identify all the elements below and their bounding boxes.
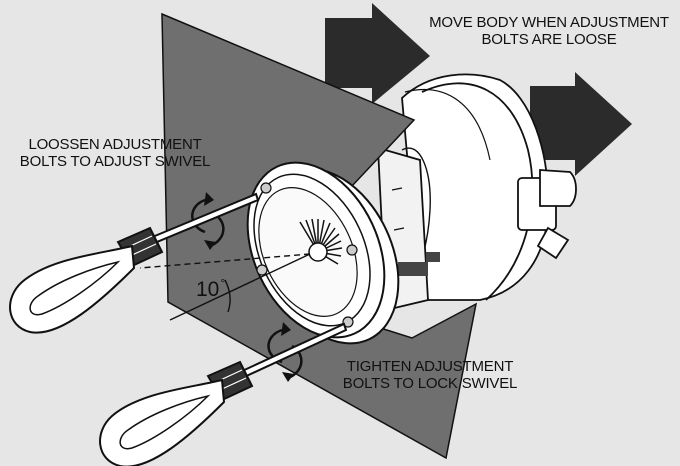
swivel-flange <box>246 161 400 345</box>
adjustment-bolt <box>342 316 354 328</box>
rotation-arrowheads <box>204 192 294 382</box>
adjustment-bolt <box>256 264 268 276</box>
swivel-body <box>377 73 577 312</box>
screwdriver-upper <box>9 192 260 334</box>
move-body-line-2: BOLTS ARE LOOSE <box>481 31 617 48</box>
loosen-bolts-callout: LOOSSEN ADJUSTMENT BOLTS TO ADJUST SWIVE… <box>6 136 224 170</box>
move-arrow-lower <box>530 72 632 176</box>
tighten-line-1: TIGHTEN ADJUSTMENT <box>346 358 514 375</box>
move-direction-arrows <box>325 3 632 176</box>
move-body-callout: MOVE BODY WHEN ADJUSTMENT BOLTS ARE LOOS… <box>420 14 678 48</box>
angle-unit: ° <box>220 276 226 290</box>
screwdriver-lower <box>99 322 348 466</box>
move-arrow-upper <box>325 3 430 104</box>
adjustment-bolt <box>260 182 272 194</box>
angle-value: 10 <box>196 278 220 301</box>
loosen-line-1: LOOSSEN ADJUSTMENT <box>28 136 202 153</box>
adjustment-bolt <box>346 244 358 256</box>
angle-indicator <box>139 253 311 321</box>
move-body-line-1: MOVE BODY WHEN ADJUSTMENT <box>429 14 669 31</box>
loosen-line-2: BOLTS TO ADJUST SWIVEL <box>19 153 211 170</box>
tighten-bolts-callout: TIGHTEN ADJUSTMENT BOLTS TO LOCK SWIVEL <box>330 358 530 392</box>
tighten-line-2: BOLTS TO LOCK SWIVEL <box>342 375 518 392</box>
swivel-angle-label: 10° <box>196 276 225 302</box>
